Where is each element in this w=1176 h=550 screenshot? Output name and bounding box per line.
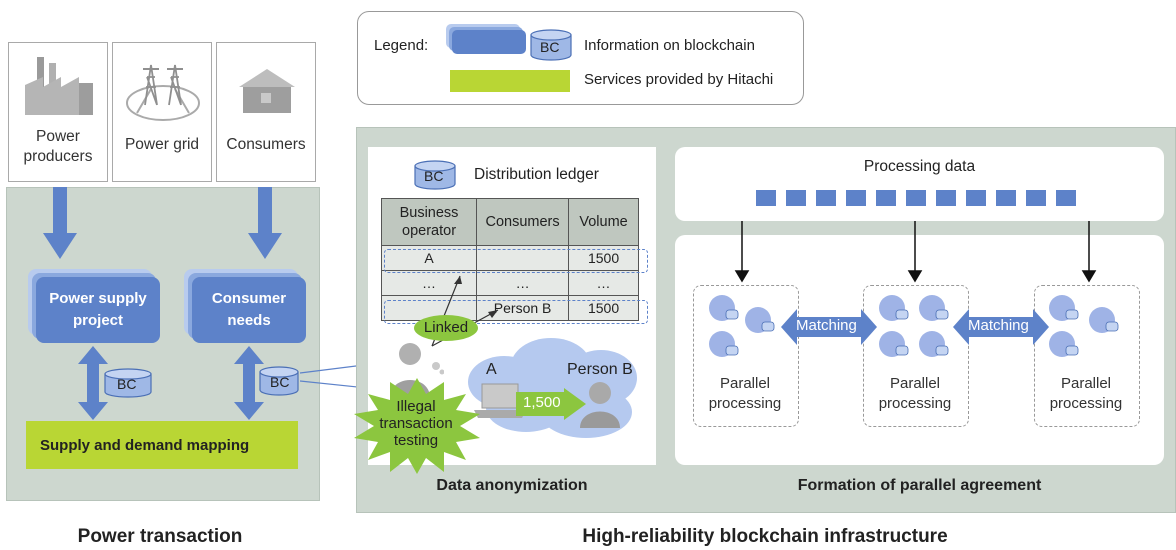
matching-label-2: Matching (968, 317, 1029, 334)
column-header-line: operator (402, 223, 457, 239)
processing-data-box (675, 147, 1164, 221)
double-arrow-left (78, 346, 108, 420)
legend-hitachi-text: Services provided by Hitachi (584, 71, 774, 88)
database-icon (414, 160, 456, 190)
data-block (756, 190, 776, 206)
transfer-amount: 1,500 (523, 394, 561, 411)
transfer-arrow (516, 388, 586, 420)
table-cell: 1500 (568, 295, 639, 321)
label-line: processing (1049, 395, 1123, 412)
table-header-row: Business operator Consumers Volume (380, 198, 639, 246)
row-highlight-person-b (384, 300, 648, 324)
database-icon (259, 366, 299, 396)
down-arrows (734, 221, 1097, 283)
data-block (786, 190, 806, 206)
power-transaction-label: Power transaction (77, 526, 243, 547)
processing-data-title: Processing data (863, 158, 976, 175)
data-block (846, 190, 866, 206)
power-supply-project-card: Power supply project (36, 277, 160, 343)
person-a-label: A (486, 361, 497, 378)
data-block (936, 190, 956, 206)
legend-bc-label: BC (540, 39, 560, 55)
person-b-label: Person B (567, 361, 633, 378)
parallel-processing-label-3: Parallel processing (1031, 374, 1141, 414)
matching-arrow-1 (781, 309, 877, 345)
parallel-agreement-label: Formation of parallel agreement (797, 477, 1042, 494)
parallel-processing-label-1: Parallel processing (690, 374, 800, 414)
power-tower-icon (126, 64, 200, 121)
legend-blockchain-text: Information on blockchain (584, 37, 755, 54)
data-block (1026, 190, 1046, 206)
factory-icon (25, 57, 93, 115)
row-highlight-a (384, 249, 648, 273)
person-b-icon (580, 382, 620, 428)
label-line: Parallel (1060, 375, 1112, 392)
column-header: Business operator (380, 198, 478, 246)
card-text-line: needs (227, 312, 271, 329)
house-icon (239, 69, 295, 113)
arrow-consumers-down (248, 187, 282, 259)
stakeholder-label: Power grid (124, 136, 200, 153)
starburst-icon (354, 378, 480, 474)
column-header-line: Business (399, 205, 459, 221)
card-text-line: Power supply (49, 290, 147, 307)
node-cluster-icon (1049, 295, 1119, 357)
bc-label-left: BC (117, 376, 137, 392)
legend-prefix: Legend: (374, 37, 429, 54)
illegal-transaction-label: Illegal transaction testing (368, 398, 464, 449)
column-header: Consumers (476, 198, 570, 246)
consumer-needs-card: Consumer needs (192, 277, 306, 343)
node-cluster-icon (709, 295, 775, 357)
laptop-icon (474, 383, 526, 418)
label-line: transaction (379, 415, 453, 432)
label-line: processing (708, 395, 782, 412)
table-cell: … (476, 270, 570, 296)
data-blocks (756, 190, 1076, 206)
stakeholder-label-line: producers (23, 148, 93, 165)
matching-label-1: Matching (796, 317, 857, 334)
data-block (906, 190, 926, 206)
infrastructure-label: High-reliability blockchain infrastructu… (582, 526, 948, 547)
data-anonymization-label: Data anonymization (436, 477, 588, 494)
label-line: Parallel (719, 375, 771, 392)
label-line: processing (878, 395, 952, 412)
bc-label-right: BC (270, 374, 290, 390)
table-row: … … … (380, 270, 639, 296)
stakeholder-label: Consumers (226, 136, 306, 153)
table-cell: … (568, 270, 639, 296)
card-text-line: Consumer (211, 290, 287, 307)
card-text-line: project (72, 312, 123, 329)
stakeholder-label-line: Power (36, 128, 80, 145)
legend-blockchain-card-icon (452, 30, 526, 54)
arrow-producers-down (43, 187, 77, 259)
double-arrow-right (234, 346, 264, 420)
database-icon (104, 368, 152, 398)
label-line: Parallel (889, 375, 941, 392)
parallel-processing-label-2: Parallel processing (860, 374, 970, 414)
data-block (996, 190, 1016, 206)
matching-arrow-2 (953, 309, 1049, 345)
supply-demand-mapping-bar: Supply and demand mapping (26, 421, 298, 469)
data-block (966, 190, 986, 206)
data-block (876, 190, 896, 206)
label-line: testing (393, 432, 439, 449)
stakeholder-power-producers: Power producers (8, 42, 108, 182)
linked-bubble: Linked (414, 315, 478, 341)
legend-box: Legend: BC Information on blockchain Ser… (357, 11, 804, 105)
stakeholder-label: Power producers (9, 127, 107, 167)
legend-database-icon (530, 29, 572, 61)
data-block (816, 190, 836, 206)
stakeholder-consumers: Consumers (216, 42, 316, 182)
data-block (1056, 190, 1076, 206)
legend-hitachi-swatch (450, 70, 570, 92)
stakeholder-power-grid: Power grid (112, 42, 212, 182)
node-cluster-icon (879, 295, 949, 357)
ledger-bc-label: BC (424, 168, 444, 184)
label-line: Illegal (396, 398, 436, 415)
ledger-title: Distribution ledger (474, 166, 599, 183)
column-header: Volume (568, 198, 639, 246)
